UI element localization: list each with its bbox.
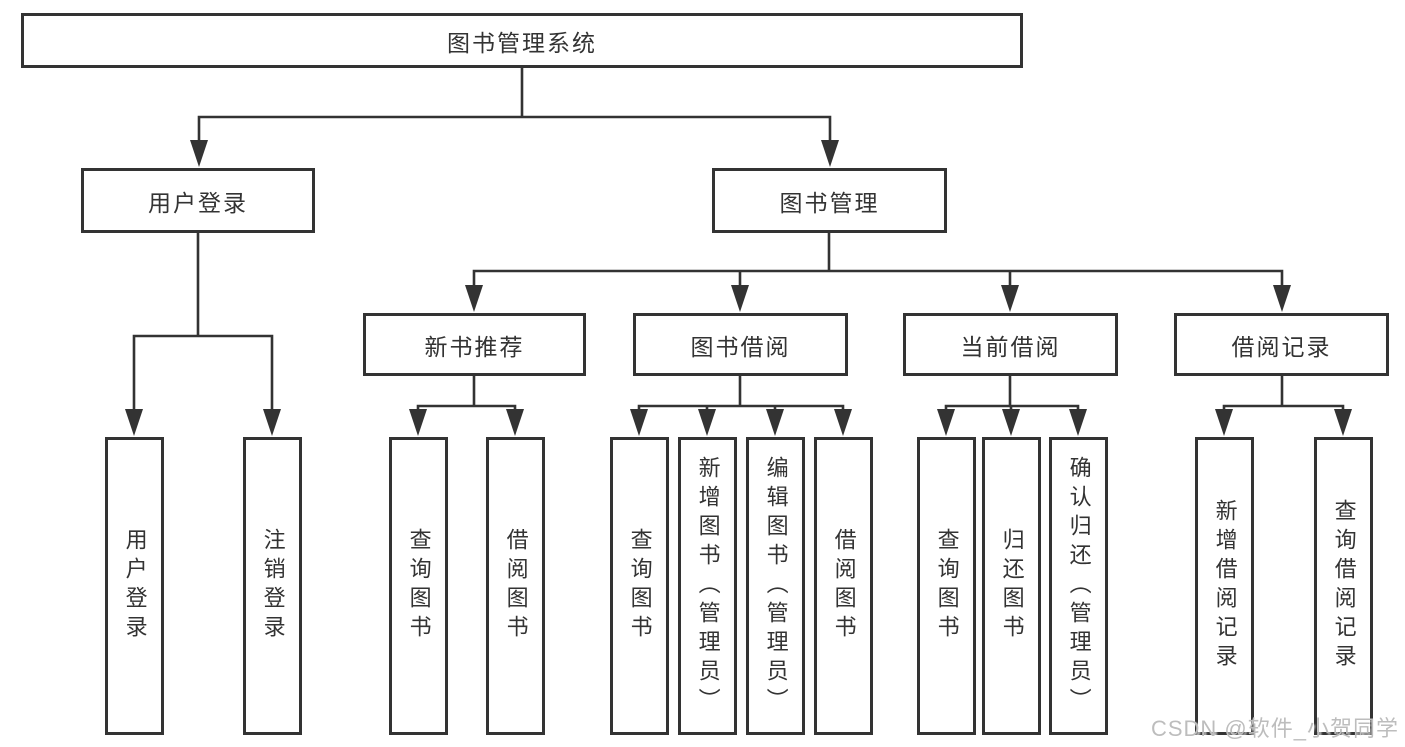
leaf-query-books: 查询图书 xyxy=(610,437,669,735)
node-label: 借阅记录 xyxy=(1231,333,1332,360)
leaf-query-borrow-record: 查询借阅记录 xyxy=(1314,437,1373,735)
leaf-query-books: 查询图书 xyxy=(389,437,448,735)
leaf-add-books-admin: 新增图书（管理员） xyxy=(678,437,737,735)
leaf-label: 新增借阅记录 xyxy=(1212,499,1238,673)
node-label: 用户登录 xyxy=(148,189,248,216)
leaf-user-login: 用户登录 xyxy=(105,437,164,735)
node-book-borrowing: 图书借阅 xyxy=(633,313,848,376)
node-label: 当前借阅 xyxy=(960,333,1061,360)
leaf-label: 借阅图书 xyxy=(831,528,857,644)
node-label: 新书推荐 xyxy=(424,333,525,360)
leaf-label: 归还图书 xyxy=(999,528,1025,644)
leaf-label: 查询图书 xyxy=(406,528,432,644)
leaf-label: 查询图书 xyxy=(627,528,653,644)
node-label: 图书管理系统 xyxy=(447,29,597,56)
node-current-borrowing: 当前借阅 xyxy=(903,313,1118,376)
node-label: 图书借阅 xyxy=(690,333,791,360)
leaf-label: 借阅图书 xyxy=(503,528,529,644)
leaf-logout: 注销登录 xyxy=(243,437,302,735)
leaf-borrow-books: 借阅图书 xyxy=(486,437,545,735)
node-new-book-recommendation: 新书推荐 xyxy=(363,313,586,376)
node-label: 图书管理 xyxy=(779,189,880,216)
leaf-label: 用户登录 xyxy=(122,528,148,644)
leaf-label: 注销登录 xyxy=(260,528,286,644)
node-library-management-system: 图书管理系统 xyxy=(21,13,1023,68)
node-book-management: 图书管理 xyxy=(712,168,947,233)
leaf-confirm-return-admin: 确认归还（管理员） xyxy=(1049,437,1108,735)
leaf-borrow-books: 借阅图书 xyxy=(814,437,873,735)
leaf-label: 查询借阅记录 xyxy=(1331,499,1357,673)
leaf-edit-books-admin: 编辑图书（管理员） xyxy=(746,437,805,735)
leaf-label: 查询图书 xyxy=(934,528,960,644)
leaf-label: 确认归还（管理员） xyxy=(1066,455,1092,717)
leaf-query-books: 查询图书 xyxy=(917,437,976,735)
leaf-return-books: 归还图书 xyxy=(982,437,1041,735)
watermark: CSDN @软件_小贺同学 xyxy=(1150,716,1399,741)
arrowhead-icons xyxy=(125,140,1352,436)
leaf-add-borrow-record: 新增借阅记录 xyxy=(1195,437,1254,735)
leaf-label: 编辑图书（管理员） xyxy=(763,455,789,717)
node-user-login: 用户登录 xyxy=(81,168,315,233)
node-borrowing-records: 借阅记录 xyxy=(1174,313,1389,376)
leaf-label: 新增图书（管理员） xyxy=(695,455,721,717)
